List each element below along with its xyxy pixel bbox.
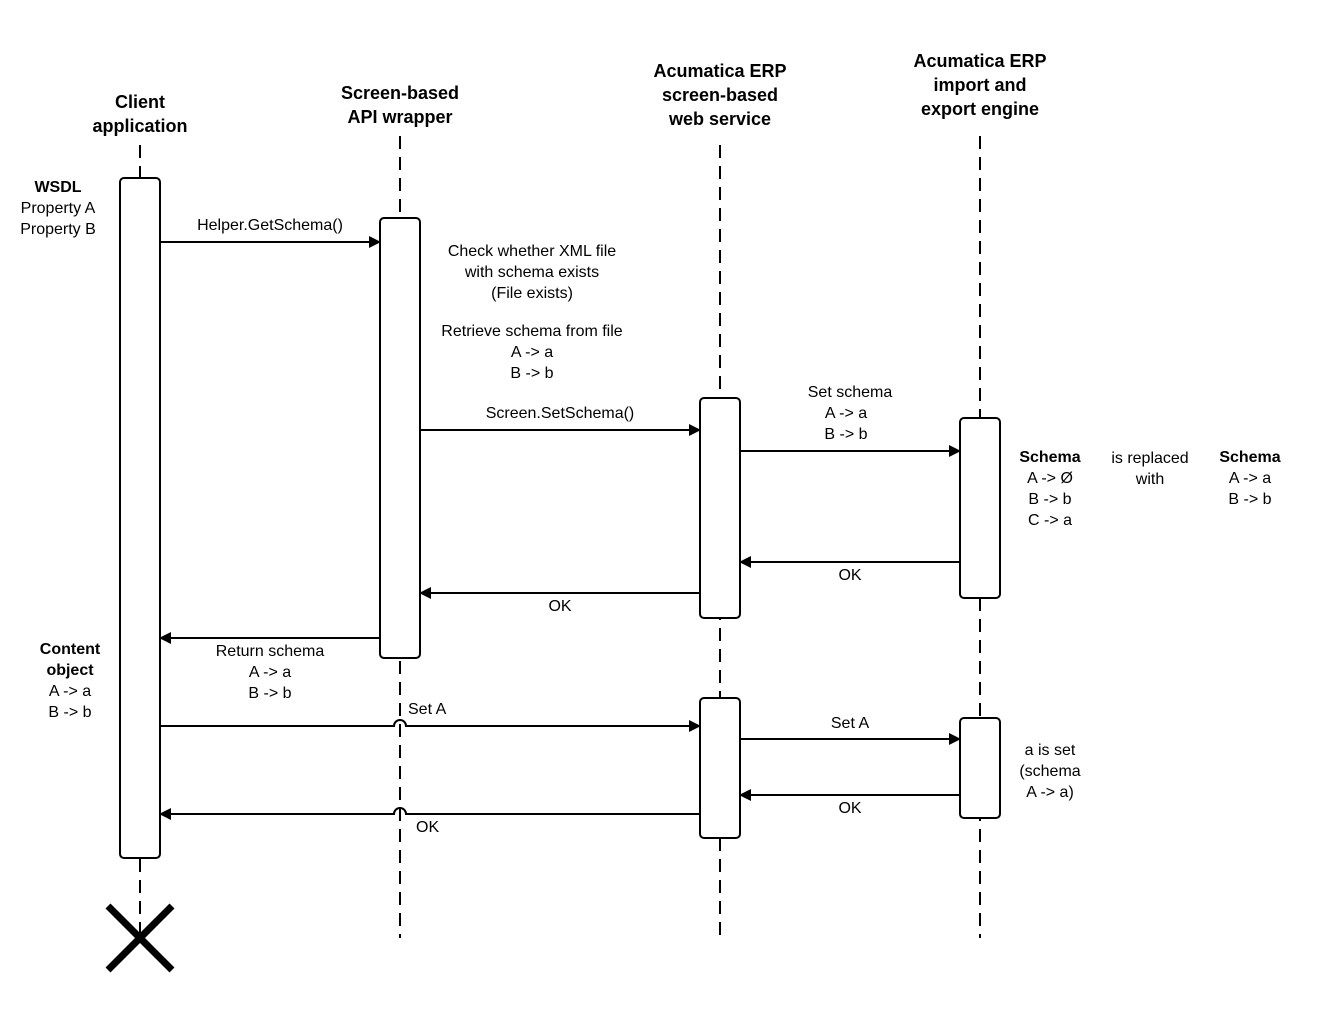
- participant-title-line: web service: [668, 109, 771, 129]
- participant-title-line: Acumatica ERP: [913, 51, 1046, 71]
- message-arrow: [159, 807, 700, 820]
- participant-title-line: import and: [934, 75, 1027, 95]
- message-label: Set A: [831, 715, 870, 732]
- participant-title-line: Screen-based: [341, 83, 459, 103]
- participant-client: Client application: [92, 92, 187, 136]
- note-line: a is set: [1025, 742, 1076, 759]
- message-ok-service: OK: [419, 587, 700, 615]
- activation-engine-2: [959, 717, 1001, 819]
- note-line: (File exists): [491, 285, 573, 302]
- message-set-a-client: Set A: [160, 701, 701, 732]
- message-ok-engine-2: OK: [739, 789, 960, 817]
- activation-wrapper: [379, 217, 421, 659]
- note-check-file: Check whether XML file with schema exist…: [448, 243, 616, 302]
- message-label: Set A: [408, 701, 447, 718]
- note-line: Property B: [20, 221, 96, 238]
- note-content-object: Content object A -> a B -> b: [40, 641, 101, 721]
- message-label: OK: [838, 567, 861, 584]
- message-label: OK: [416, 819, 439, 836]
- note-replaced-with: is replaced with: [1111, 450, 1188, 488]
- note-line: A -> a: [1229, 470, 1271, 487]
- message-label: B -> b: [824, 426, 867, 443]
- message-label: A -> a: [249, 664, 291, 681]
- destroy-x-icon: [105, 903, 175, 973]
- activation-service-1: [699, 397, 741, 619]
- note-line: Property A: [21, 200, 96, 217]
- message-label: OK: [838, 800, 861, 817]
- message-ok-client: OK: [159, 807, 700, 836]
- activation-client: [119, 177, 161, 859]
- message-label: B -> b: [248, 685, 291, 702]
- note-line: B -> b: [510, 365, 553, 382]
- note-heading: Schema: [1219, 449, 1280, 466]
- message-set-a-engine: Set A: [740, 715, 961, 745]
- note-line: A -> a: [49, 683, 91, 700]
- message-label: OK: [548, 598, 571, 615]
- message-label: Helper.GetSchema(): [197, 217, 343, 234]
- participant-title-line: Client: [115, 92, 165, 112]
- note-line: with: [1135, 471, 1164, 488]
- note-line: (schema: [1019, 763, 1080, 780]
- note-line: is replaced: [1111, 450, 1188, 467]
- message-return-schema: Return schema A -> a B -> b: [159, 632, 380, 702]
- note-line: with schema exists: [464, 264, 599, 281]
- message-arrow: [160, 719, 701, 732]
- participant-title-line: screen-based: [662, 85, 778, 105]
- note-wsdl: WSDL Property A Property B: [20, 179, 96, 238]
- message-label: A -> a: [825, 405, 867, 422]
- message-ok-engine: OK: [739, 556, 960, 584]
- note-heading: WSDL: [34, 179, 81, 196]
- message-set-schema-call: Screen.SetSchema(): [420, 405, 701, 436]
- activation-engine-1: [959, 417, 1001, 599]
- note-line: B -> b: [1228, 491, 1271, 508]
- note-retrieve-schema: Retrieve schema from file A -> a B -> b: [441, 323, 622, 382]
- participant-title-line: application: [92, 116, 187, 136]
- note-line: Retrieve schema from file: [441, 323, 622, 340]
- note-heading: object: [46, 662, 94, 679]
- note-line: B -> b: [48, 704, 91, 721]
- participant-service: Acumatica ERP screen-based web service: [653, 61, 786, 129]
- participant-title-line: Acumatica ERP: [653, 61, 786, 81]
- note-line: A -> Ø: [1027, 470, 1073, 487]
- note-line: A -> a): [1026, 784, 1074, 801]
- note-line: Check whether XML file: [448, 243, 616, 260]
- note-line: C -> a: [1028, 512, 1072, 529]
- note-schema-old: Schema A -> Ø B -> b C -> a: [1019, 449, 1080, 529]
- participant-title-line: export engine: [921, 99, 1039, 119]
- participant-wrapper: Screen-based API wrapper: [341, 83, 459, 127]
- message-label: Set schema: [808, 384, 893, 401]
- message-label: Screen.SetSchema(): [486, 405, 635, 422]
- participant-engine: Acumatica ERP import and export engine: [913, 51, 1046, 119]
- note-heading: Schema: [1019, 449, 1080, 466]
- message-set-schema-engine: Set schema A -> a B -> b: [740, 384, 961, 457]
- note-schema-new: Schema A -> a B -> b: [1219, 449, 1280, 508]
- message-label: Return schema: [216, 643, 325, 660]
- note-a-is-set: a is set (schema A -> a): [1019, 742, 1080, 801]
- note-line: A -> a: [511, 344, 553, 361]
- participant-title-line: API wrapper: [347, 107, 452, 127]
- note-heading: Content: [40, 641, 101, 658]
- message-get-schema: Helper.GetSchema(): [160, 217, 381, 248]
- note-line: B -> b: [1028, 491, 1071, 508]
- activation-service-2: [699, 697, 741, 839]
